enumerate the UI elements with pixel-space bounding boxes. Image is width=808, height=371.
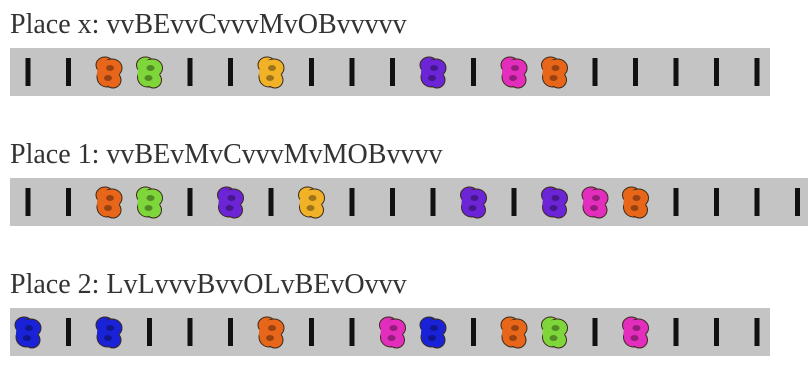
place-2-panel: Place 2: LvLvvvBvvOLvBEvOvvv xyxy=(10,268,770,356)
place-1-label: Place 1: vvBEvMvCvvvMvMOBvvvv xyxy=(10,139,443,170)
orange-token-B xyxy=(541,56,568,89)
vertical-bar xyxy=(714,318,719,346)
yellow-token-C xyxy=(298,186,325,219)
vertical-bar xyxy=(714,188,719,216)
vertical-bar xyxy=(754,318,760,346)
place-1-strip xyxy=(10,178,808,226)
purple-token-M xyxy=(541,186,568,219)
green-token-E xyxy=(136,56,163,89)
vertical-bar xyxy=(673,188,679,216)
place-1-strip-svg xyxy=(10,178,808,226)
place-x-panel: Place x: vvBEvvCvvvMvOBvvvvv xyxy=(10,8,770,96)
vertical-bar xyxy=(228,58,233,86)
blue-token-L xyxy=(95,316,123,349)
vertical-bar xyxy=(349,318,355,346)
green-token-E xyxy=(136,186,163,219)
vertical-bar xyxy=(268,188,274,216)
orange-token-B xyxy=(95,56,123,89)
vertical-bar xyxy=(390,58,395,86)
vertical-bar xyxy=(66,188,71,216)
vertical-bar xyxy=(795,188,800,216)
place-x-strip-svg xyxy=(10,48,770,96)
place-x-label: Place x: vvBEvvCvvvMvOBvvvvv xyxy=(10,9,407,40)
vertical-bar xyxy=(187,58,193,86)
vertical-bar xyxy=(673,58,679,86)
vertical-bar xyxy=(187,318,193,346)
vertical-bar xyxy=(673,318,679,346)
vertical-bar xyxy=(390,188,395,216)
orange-token-B xyxy=(257,316,285,349)
purple-token-M xyxy=(419,56,447,89)
yellow-token-C xyxy=(257,56,285,89)
vertical-bar xyxy=(471,58,476,86)
orange-token-B xyxy=(622,186,649,219)
purple-token-M xyxy=(217,186,244,219)
vertical-bar xyxy=(471,318,476,346)
vertical-bar xyxy=(511,188,517,216)
vertical-bar xyxy=(309,58,314,86)
vertical-bar xyxy=(754,188,760,216)
vertical-bar xyxy=(754,58,760,86)
vertical-bar xyxy=(228,318,233,346)
orange-token-B xyxy=(95,186,123,219)
magenta-token-O xyxy=(581,186,609,219)
magenta-token-O xyxy=(500,56,528,89)
strip-background xyxy=(10,178,808,226)
magenta-token-O xyxy=(379,316,406,349)
vertical-bar xyxy=(25,58,31,86)
vertical-bar xyxy=(147,318,152,346)
place-x-strip xyxy=(10,48,770,96)
green-token-E xyxy=(541,316,568,349)
place-2-strip xyxy=(10,308,770,356)
vertical-bar xyxy=(349,188,355,216)
vertical-bar xyxy=(633,58,638,86)
blue-token-L xyxy=(419,316,447,349)
orange-token-B xyxy=(500,316,528,349)
vertical-bar xyxy=(66,58,71,86)
purple-token-M xyxy=(460,186,487,219)
blue-token-L xyxy=(14,316,42,349)
vertical-bar xyxy=(66,318,71,346)
vertical-bar xyxy=(187,188,193,216)
vertical-bar xyxy=(25,188,31,216)
place-1-panel: Place 1: vvBEvMvCvvvMvMOBvvvv xyxy=(10,138,808,226)
place-2-label: Place 2: LvLvvvBvvOLvBEvOvvv xyxy=(10,269,407,300)
vertical-bar xyxy=(592,318,598,346)
vertical-bar xyxy=(309,318,314,346)
vertical-bar xyxy=(714,58,719,86)
vertical-bar xyxy=(349,58,355,86)
place-2-strip-svg xyxy=(10,308,770,356)
magenta-token-O xyxy=(622,316,649,349)
vertical-bar xyxy=(592,58,598,86)
vertical-bar xyxy=(430,188,436,216)
